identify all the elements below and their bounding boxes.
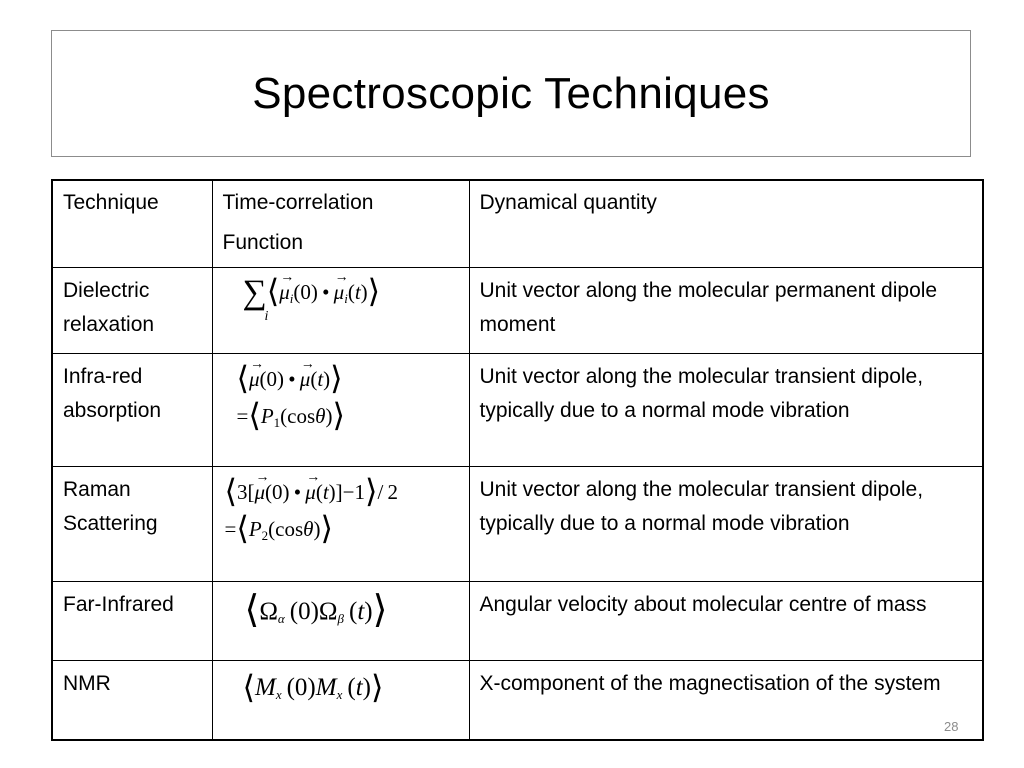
technique-cell: NMR bbox=[51, 660, 213, 740]
technique-cell: Raman Scattering bbox=[51, 466, 213, 582]
quantity-cell: X-component of the magnectisation of the… bbox=[468, 660, 984, 740]
slide-title: Spectroscopic Techniques bbox=[252, 68, 770, 118]
quantity-cell: Unit vector along the molecular transien… bbox=[468, 466, 984, 582]
technique-line1: Far-Infrared bbox=[63, 593, 174, 616]
technique-cell: Infra-red absorption bbox=[51, 353, 213, 467]
header-technique: Technique bbox=[51, 179, 213, 268]
function-cell: ⟨3[μ(0) • μ(t)]−1⟩/ 2 =⟨P2(cosθ)⟩ bbox=[211, 460, 470, 582]
techniques-table: Technique Time-correlation Function Dyna… bbox=[51, 179, 984, 741]
technique-line1: Dielectric bbox=[63, 279, 150, 302]
function-cell: ∑⟨μi(0) • μi(t)⟩ i bbox=[211, 261, 470, 354]
technique-line2: absorption bbox=[63, 399, 162, 422]
function-cell: ⟨Mx (0)Mx (t)⟩ bbox=[211, 660, 470, 740]
table-header-row: Technique Time-correlation Function Dyna… bbox=[51, 179, 984, 268]
technique-cell: Dielectric relaxation bbox=[51, 267, 213, 354]
technique-line2: relaxation bbox=[63, 313, 155, 336]
table-row: Far-Infrared ⟨Ωα (0)Ωβ (t)⟩ Angular velo… bbox=[51, 581, 984, 661]
technique-line1: Infra-red bbox=[63, 365, 143, 388]
table-row: Dielectric relaxation ∑⟨μi(0) • μi(t)⟩ i… bbox=[51, 261, 984, 354]
quantity-cell: Unit vector along the molecular permanen… bbox=[468, 267, 984, 354]
title-box: Spectroscopic Techniques bbox=[51, 30, 971, 157]
function-cell: ⟨Ωα (0)Ωβ (t)⟩ bbox=[211, 581, 470, 661]
header-function-line1: Time-correlation bbox=[222, 191, 374, 214]
technique-cell: Far-Infrared bbox=[51, 581, 213, 661]
header-function-line2: Function bbox=[222, 231, 304, 254]
quantity-cell: Unit vector along the molecular transien… bbox=[468, 353, 984, 467]
header-quantity: Dynamical quantity bbox=[468, 179, 984, 268]
technique-line1: NMR bbox=[63, 672, 111, 695]
header-function: Time-correlation Function bbox=[211, 179, 470, 268]
page-number: 28 bbox=[944, 719, 959, 734]
function-cell: ⟨μ(0) • μ(t)⟩ =⟨P1(cosθ)⟩ bbox=[211, 347, 470, 467]
quantity-cell: Angular velocity about molecular centre … bbox=[468, 581, 984, 661]
table-row: NMR ⟨Mx (0)Mx (t)⟩ X-component of the ma… bbox=[51, 660, 984, 740]
table-row: Infra-red absorption ⟨μ(0) • μ(t)⟩ =⟨P1(… bbox=[51, 347, 984, 467]
technique-line2: Scattering bbox=[63, 512, 158, 535]
table-row: Raman Scattering ⟨3[μ(0) • μ(t)]−1⟩/ 2 =… bbox=[51, 460, 984, 582]
technique-line1: Raman bbox=[63, 478, 131, 501]
